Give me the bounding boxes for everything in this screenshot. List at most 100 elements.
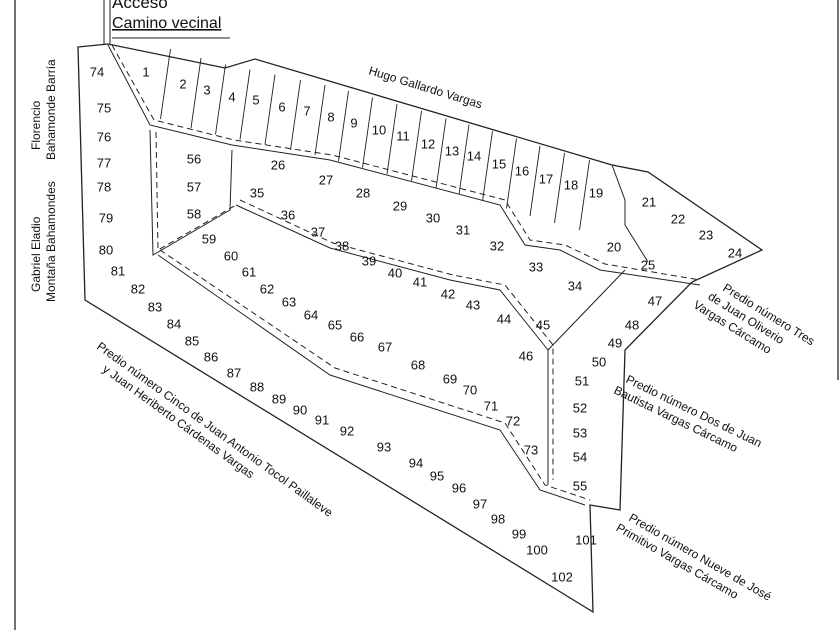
neighbor-north: Hugo Gallardo Vargas bbox=[367, 63, 484, 111]
lot-divider bbox=[506, 138, 517, 209]
lot-dividers bbox=[160, 48, 590, 231]
lot-33: 33 bbox=[529, 259, 543, 274]
lot-19: 19 bbox=[589, 185, 603, 200]
lot-72: 72 bbox=[506, 413, 520, 428]
lot-62: 62 bbox=[260, 281, 274, 296]
lot-99: 99 bbox=[512, 526, 526, 541]
lot-53: 53 bbox=[573, 425, 587, 440]
lot-36: 36 bbox=[281, 207, 295, 222]
lot-divider bbox=[215, 64, 226, 135]
lot-78: 78 bbox=[97, 179, 111, 194]
access-label: Acceso bbox=[112, 0, 168, 12]
lot-27: 27 bbox=[319, 172, 333, 187]
lot-15: 15 bbox=[492, 156, 506, 171]
lot-12: 12 bbox=[421, 136, 435, 151]
lot-77: 77 bbox=[97, 155, 111, 170]
lot-4: 4 bbox=[228, 89, 235, 104]
lot-23: 23 bbox=[699, 227, 713, 242]
property-boundary bbox=[77, 43, 764, 614]
lot-divider bbox=[386, 103, 398, 175]
lot-92: 92 bbox=[340, 423, 354, 438]
lot-40: 40 bbox=[388, 265, 402, 280]
lot-divider bbox=[554, 152, 565, 224]
lot-59: 59 bbox=[202, 231, 216, 246]
lot-44: 44 bbox=[497, 311, 511, 326]
lot-29: 29 bbox=[393, 198, 407, 213]
lot-96: 96 bbox=[452, 480, 466, 495]
lot-95: 95 bbox=[430, 468, 444, 483]
lot-9: 9 bbox=[350, 115, 357, 130]
lot-79: 79 bbox=[99, 210, 113, 225]
lot-7: 7 bbox=[303, 103, 310, 118]
access-road bbox=[103, 0, 230, 44]
lot-17: 17 bbox=[539, 171, 553, 186]
lot-39: 39 bbox=[362, 253, 376, 268]
neighbor-west-top-1: Florencio bbox=[29, 100, 43, 150]
neighbor-west-bottom-1: Gabriel Eladio bbox=[29, 216, 43, 292]
lot-58: 58 bbox=[187, 206, 201, 221]
neighbor-west-top-2: Bahamonde Barría bbox=[44, 59, 58, 160]
lot-63: 63 bbox=[282, 294, 296, 309]
lot-71: 71 bbox=[484, 398, 498, 413]
lot-66: 66 bbox=[350, 329, 364, 344]
lot-100: 100 bbox=[526, 542, 548, 557]
lot-16: 16 bbox=[515, 163, 529, 178]
neighbor-west-bottom-2: Montaña Bahamondes bbox=[44, 181, 58, 302]
lot-80: 80 bbox=[99, 242, 113, 257]
lot-38: 38 bbox=[335, 238, 349, 253]
lot-6: 6 bbox=[278, 99, 285, 114]
lot-88: 88 bbox=[250, 379, 264, 394]
lot-18: 18 bbox=[564, 177, 578, 192]
lot-31: 31 bbox=[456, 222, 470, 237]
lot-34: 34 bbox=[568, 278, 582, 293]
lot-43: 43 bbox=[466, 297, 480, 312]
lot-84: 84 bbox=[167, 316, 181, 331]
lot-52: 52 bbox=[573, 400, 587, 415]
lot-101: 101 bbox=[575, 532, 597, 547]
lot-85: 85 bbox=[185, 333, 199, 348]
lot-74: 74 bbox=[90, 64, 104, 79]
lot-divider bbox=[529, 145, 541, 217]
lot-102: 102 bbox=[551, 569, 573, 584]
lot-51: 51 bbox=[575, 373, 589, 388]
lot-56: 56 bbox=[187, 151, 201, 166]
lot-divider bbox=[290, 79, 301, 151]
neighbor-southeast-1: Predio número Nueve de José bbox=[627, 510, 775, 603]
lot-divider bbox=[239, 69, 251, 140]
lot-25: 25 bbox=[641, 257, 655, 272]
lot-81: 81 bbox=[111, 263, 125, 278]
lot-42: 42 bbox=[441, 286, 455, 301]
road-label: Camino vecinal bbox=[112, 15, 221, 32]
lot-54: 54 bbox=[573, 449, 587, 464]
lot-69: 69 bbox=[443, 371, 457, 386]
lot-89: 89 bbox=[272, 391, 286, 406]
lot-94: 94 bbox=[409, 455, 423, 470]
lot-26: 26 bbox=[271, 157, 285, 172]
lot-14: 14 bbox=[467, 148, 481, 163]
lot-divider bbox=[435, 118, 447, 189]
lot-8: 8 bbox=[327, 109, 334, 124]
lot-60: 60 bbox=[224, 248, 238, 263]
lot-93: 93 bbox=[377, 439, 391, 454]
lot-divider bbox=[579, 159, 590, 231]
lot-divider bbox=[264, 74, 276, 145]
lot-48: 48 bbox=[625, 317, 639, 332]
lot-65: 65 bbox=[328, 317, 342, 332]
lot-divider bbox=[338, 90, 349, 162]
lot-41: 41 bbox=[413, 274, 427, 289]
lot-32: 32 bbox=[490, 238, 504, 253]
lot-28: 28 bbox=[356, 185, 370, 200]
lot-1: 1 bbox=[142, 64, 149, 79]
lot-97: 97 bbox=[473, 496, 487, 511]
lot-11: 11 bbox=[396, 128, 410, 143]
lot-91: 91 bbox=[315, 412, 329, 427]
lot-divider bbox=[411, 110, 422, 182]
lot-82: 82 bbox=[131, 281, 145, 296]
lot-83: 83 bbox=[148, 299, 162, 314]
lot-5: 5 bbox=[252, 92, 259, 107]
lot-86: 86 bbox=[204, 349, 218, 364]
lot-98: 98 bbox=[491, 511, 505, 526]
lot-70: 70 bbox=[463, 382, 477, 397]
lot-47: 47 bbox=[648, 293, 662, 308]
